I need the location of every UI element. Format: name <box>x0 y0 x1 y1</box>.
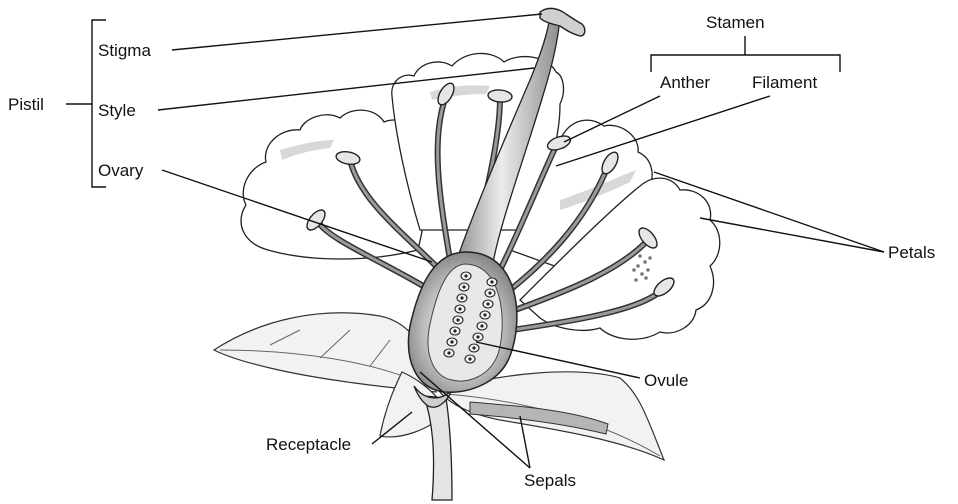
petals-label: Petals <box>888 243 935 262</box>
petals-leader-2 <box>700 218 884 252</box>
stamen-bracket <box>651 55 840 72</box>
sepals-label: Sepals <box>524 471 576 490</box>
stamen-label: Stamen <box>706 13 765 32</box>
style-label: Style <box>98 101 136 120</box>
receptacle-label: Receptacle <box>266 435 351 454</box>
stigma-leader <box>172 14 542 50</box>
anther-label: Anther <box>660 73 710 92</box>
filament-label: Filament <box>752 73 817 92</box>
stem <box>424 396 452 500</box>
pistil-label: Pistil <box>8 95 44 114</box>
ovule-label: Ovule <box>644 371 688 390</box>
stigma-label: Stigma <box>98 41 151 60</box>
ovary-label: Ovary <box>98 161 144 180</box>
